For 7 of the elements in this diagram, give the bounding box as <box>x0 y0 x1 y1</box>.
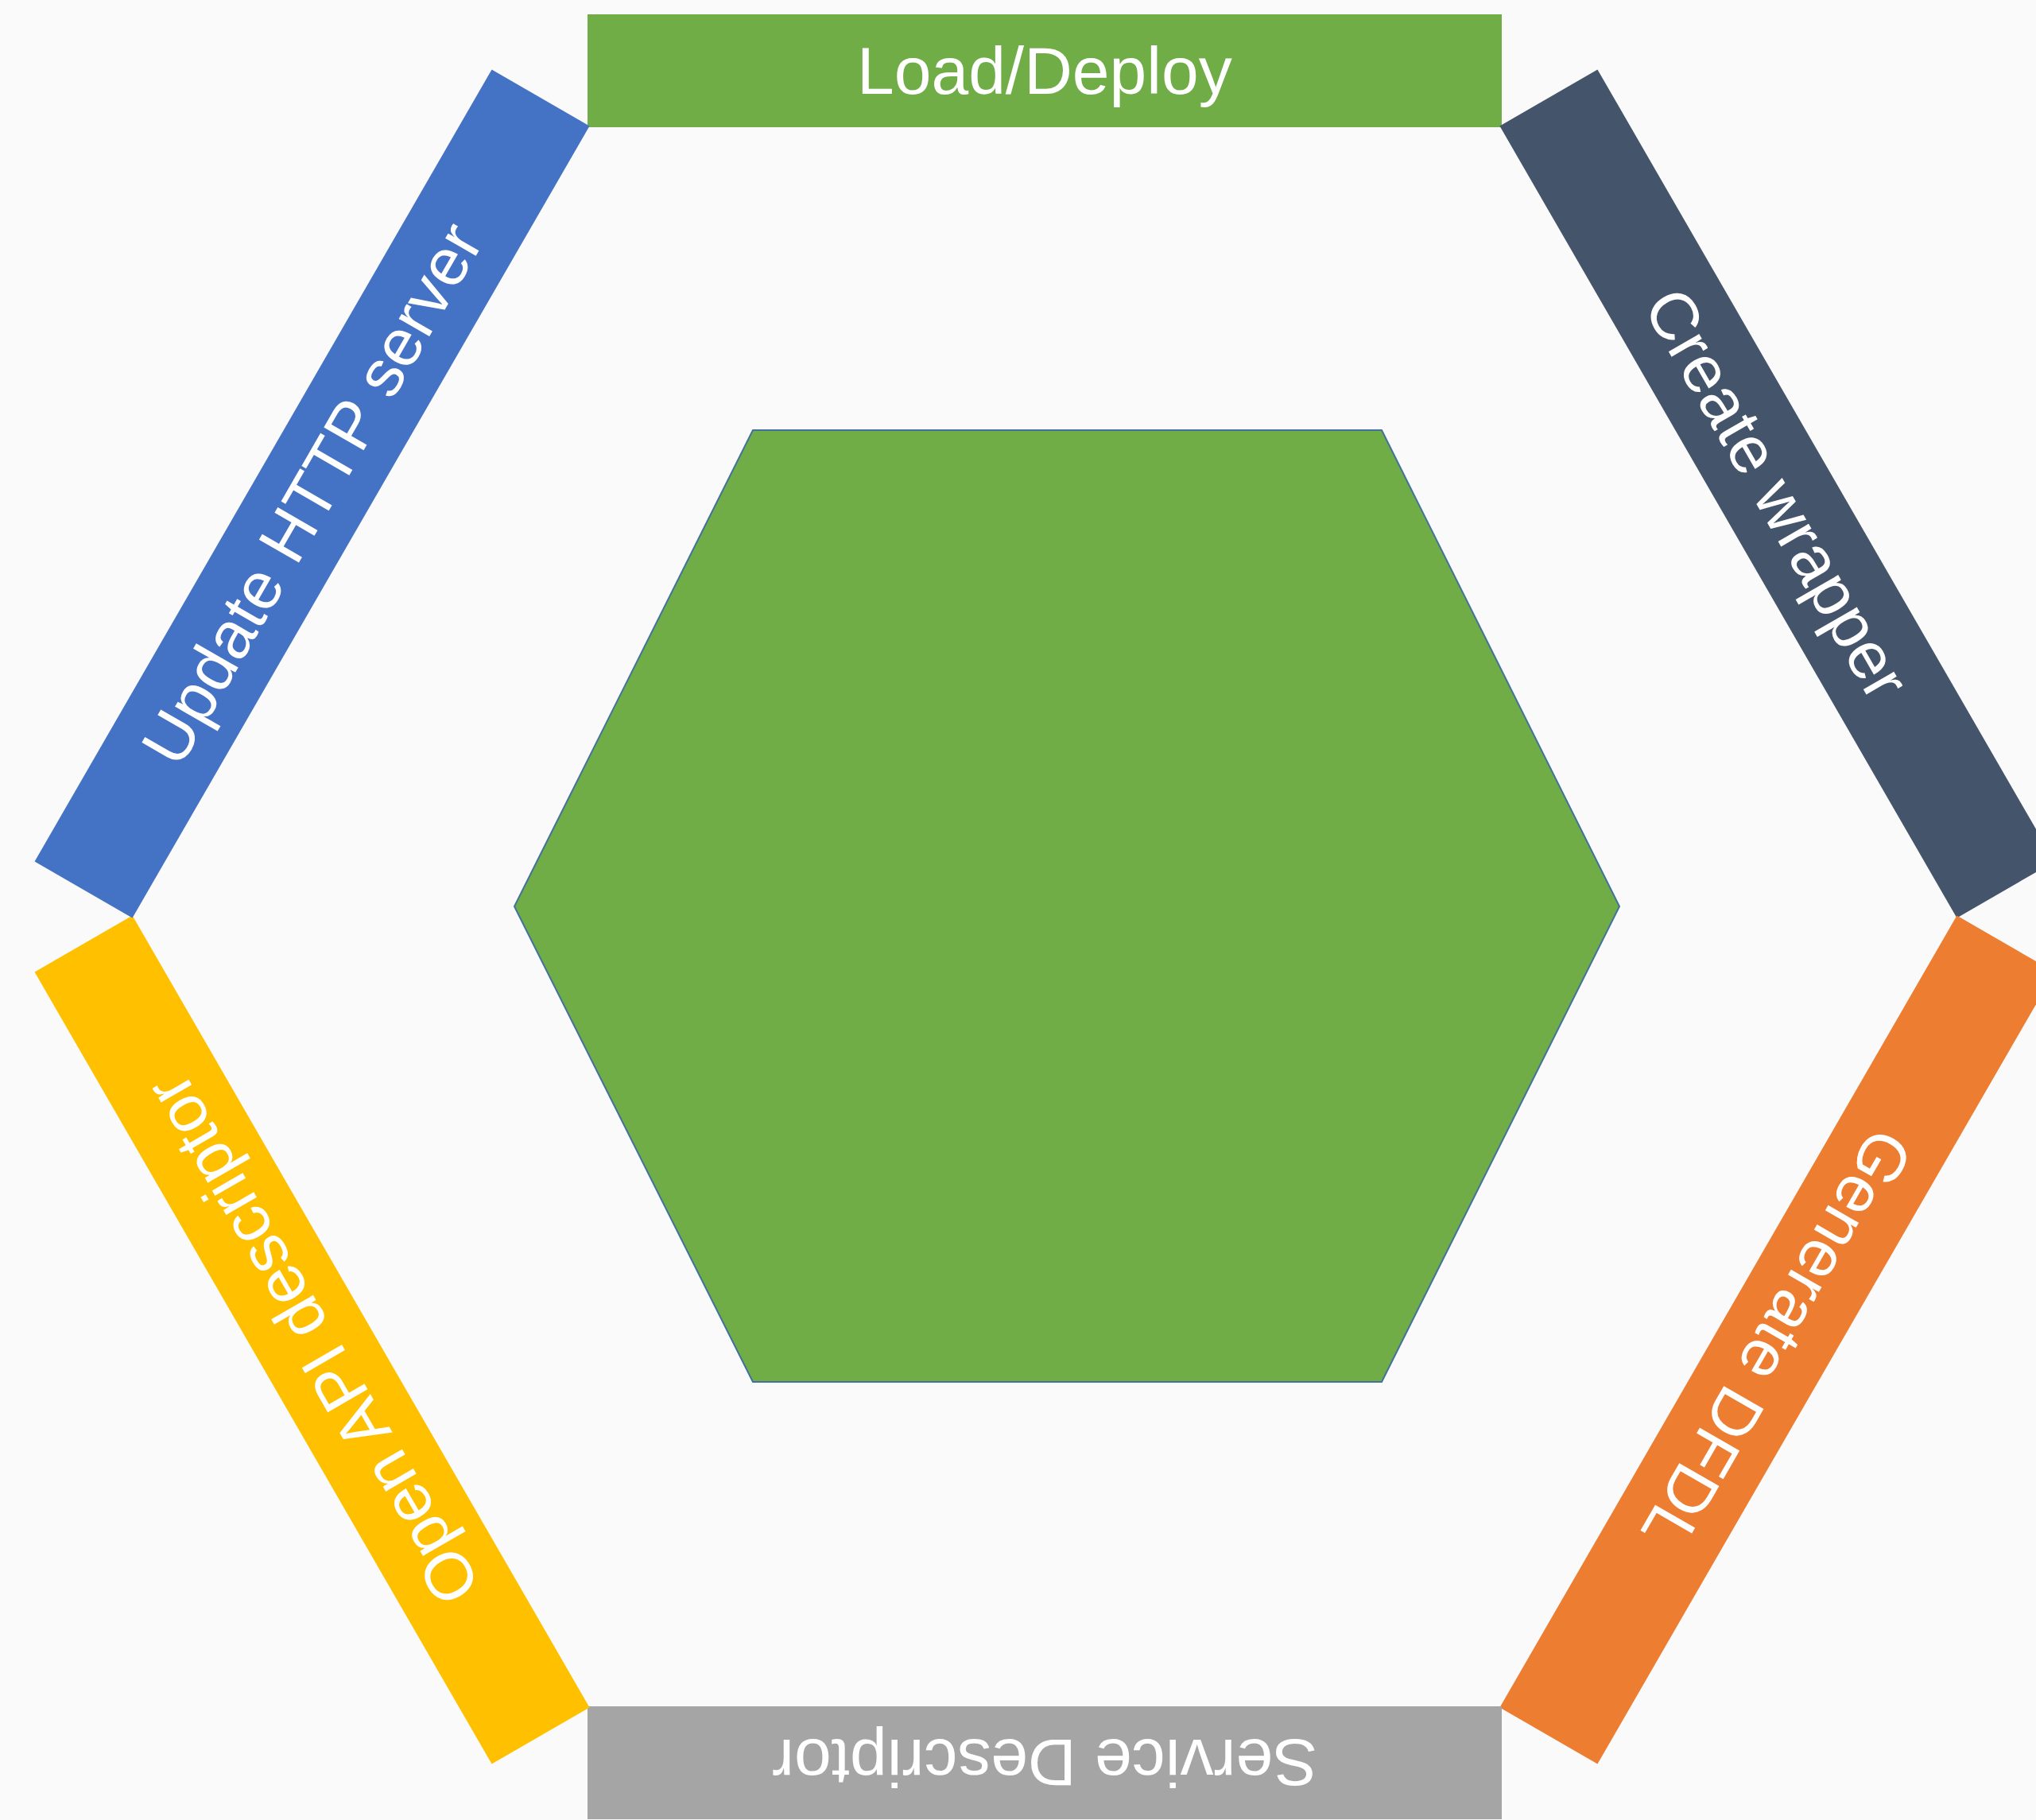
step-bar <box>1499 915 2036 1764</box>
step-bar <box>588 1706 1502 1819</box>
step-bar <box>1499 69 2036 918</box>
step-bar <box>34 69 590 918</box>
step-bar <box>588 14 1502 127</box>
step-bar <box>34 915 590 1764</box>
hexagon-shape <box>513 429 1621 1383</box>
